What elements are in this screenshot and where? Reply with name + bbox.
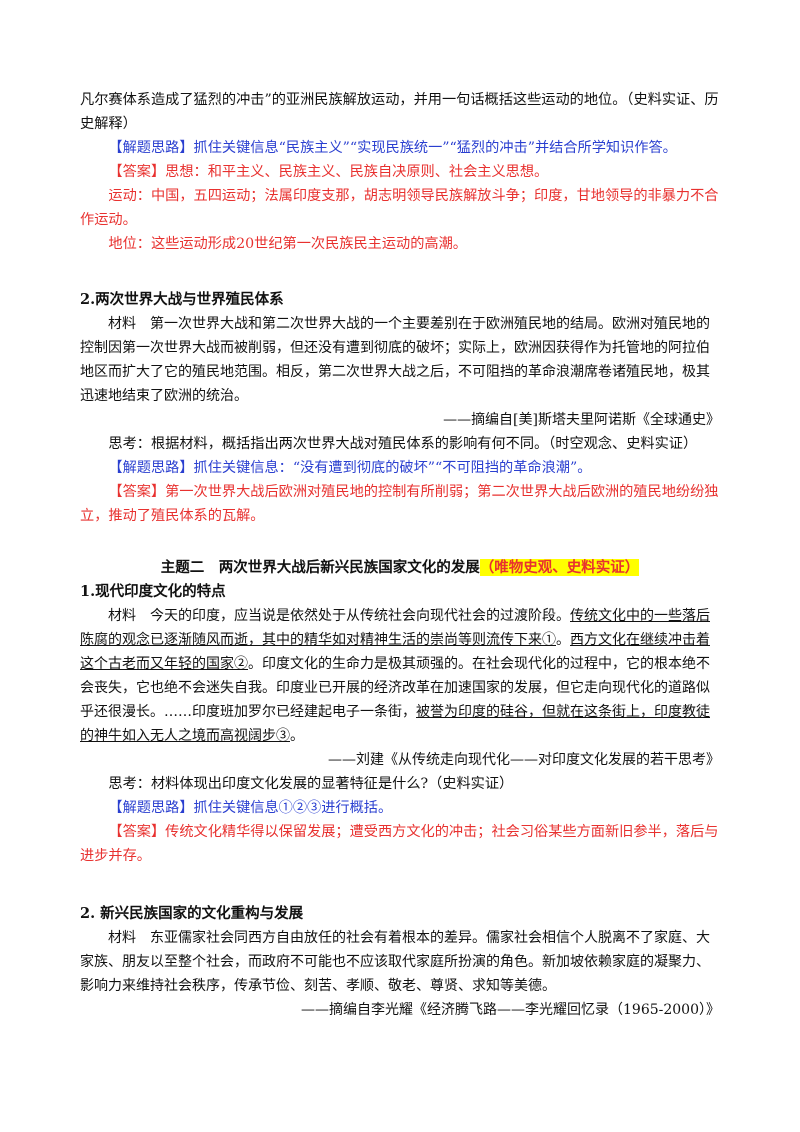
answer-text: 第一次世界大战后欧洲对殖民地的控制有所削弱；第二次世界大战后欧洲的殖民地纷纷独立… xyxy=(80,484,719,524)
material-text: 。 xyxy=(290,728,304,744)
think-question: 思考：材料体现出印度文化发展的显著特征是什么?（史料实证） xyxy=(108,776,514,792)
material-text: 材料 今天的印度，应当说是依然处于从传统社会向现代社会的过渡阶段。 xyxy=(108,608,570,624)
material-paragraph: 材料 今天的印度，应当说是依然处于从传统社会向现代社会的过渡阶段。传统文化中的一… xyxy=(80,604,720,748)
answer-text: 传统文化精华得以保留发展；遭受西方文化的冲击；社会习俗某些方面新旧参半，落后与进… xyxy=(80,824,719,864)
underlined-text: 西方文化在继续冲击着这个古老而又年轻的国家② xyxy=(80,632,710,672)
tip-paragraph: 【解题思路】抓住关键信息“民族主义”“实现民族统一”“猛烈的冲击”并结合所学知识… xyxy=(80,136,720,160)
tip-text: 抓住关键信息①②③进行概括。 xyxy=(193,800,393,816)
answer-text: 运动：中国，五四运动；法属印度支那，胡志明领导民族解放斗争；印度，甘地领导的非暴… xyxy=(80,188,719,228)
material-paragraph: 材料 第一次世界大战和第二次世界大战的一个主要差别在于欧洲殖民地的结局。欧洲对殖… xyxy=(80,316,710,404)
topic-title: 主题二 两次世界大战后新兴民族国家文化的发展（唯物史观、史料实证） xyxy=(80,556,720,580)
answer-paragraph: 【答案】思想：和平主义、民族主义、民族自决原则、社会主义思想。 xyxy=(80,160,720,184)
tip-label: 【解题思路】 xyxy=(108,140,194,156)
section-heading: 2.两次世界大战与世界殖民体系 xyxy=(80,291,284,308)
underlined-text: 传统文化中的一些落后陈腐的观念已逐渐随风而逝，其中的精华如对精神生活的崇尚等则流… xyxy=(80,608,710,648)
answer-label: 【答案】 xyxy=(108,164,166,180)
answer-label: 【答案】 xyxy=(108,824,166,840)
material-source: ——摘编自[美]斯塔夫里阿诺斯《全球通史》 xyxy=(443,412,720,428)
answer-paragraph: 【答案】传统文化精华得以保留发展；遭受西方文化的冲击；社会习俗某些方面新旧参半，… xyxy=(80,820,720,868)
material-text: 。印度文化的生命力是极其顽强的。在社会现代化的过程中，它的根本绝不会丧失，它也绝… xyxy=(80,656,710,720)
answer-text: 地位：这些运动形成20世纪第一次民族民主运动的高潮。 xyxy=(108,236,467,252)
tip-text: 抓住关键信息：“没有遭到彻底的破坏”“不可阻挡的革命浪潮”。 xyxy=(193,460,592,476)
tip-paragraph: 【解题思路】抓住关键信息：“没有遭到彻底的破坏”“不可阻挡的革命浪潮”。 xyxy=(80,456,720,480)
material-source: ——摘编自李光耀《经济腾飞路——李光耀回忆录（1965-2000）》 xyxy=(301,1002,720,1018)
tip-text: 抓住关键信息“民族主义”“实现民族统一”“猛烈的冲击”并结合所学知识作答。 xyxy=(193,140,677,156)
document-page: 凡尔赛体系造成了猛烈的冲击”的亚洲民族解放运动，并用一句话概括这些运动的地位。（… xyxy=(80,88,720,1022)
section-heading: 2. 新兴民族国家的文化重构与发展 xyxy=(80,905,304,922)
question-text: 凡尔赛体系造成了猛烈的冲击”的亚洲民族解放运动，并用一句话概括这些运动的地位。（… xyxy=(80,92,719,132)
answer-paragraph: 【答案】第一次世界大战后欧洲对殖民地的控制有所削弱；第二次世界大战后欧洲的殖民地… xyxy=(80,480,720,528)
answer-text: 思想：和平主义、民族主义、民族自决原则、社会主义思想。 xyxy=(165,164,549,180)
material-paragraph: 材料 东亚儒家社会同西方自由放任的社会有着根本的差异。儒家社会相信个人脱离不了家… xyxy=(80,930,710,994)
underlined-text: 被誉为印度的硅谷，但就在这条街上，印度教徒的神牛如入无人之境而高视阔步③ xyxy=(80,704,710,744)
section-heading: 1.现代印度文化的特点 xyxy=(80,583,226,600)
answer-label: 【答案】 xyxy=(108,484,166,500)
material-source: ——刘建《从传统走向现代化——对印度文化发展的若干思考》 xyxy=(328,752,720,768)
topic-title-text: 主题二 两次世界大战后新兴民族国家文化的发展 xyxy=(160,559,480,576)
think-question: 思考：根据材料，概括指出两次世界大战对殖民体系的影响有何不同。（时空观念、史料实… xyxy=(108,436,698,452)
tip-label: 【解题思路】 xyxy=(108,460,194,476)
topic-tag: （唯物史观、史料实证） xyxy=(479,559,640,576)
tip-label: 【解题思路】 xyxy=(108,800,194,816)
material-text: 。 xyxy=(556,632,570,648)
tip-paragraph: 【解题思路】抓住关键信息①②③进行概括。 xyxy=(80,796,720,820)
